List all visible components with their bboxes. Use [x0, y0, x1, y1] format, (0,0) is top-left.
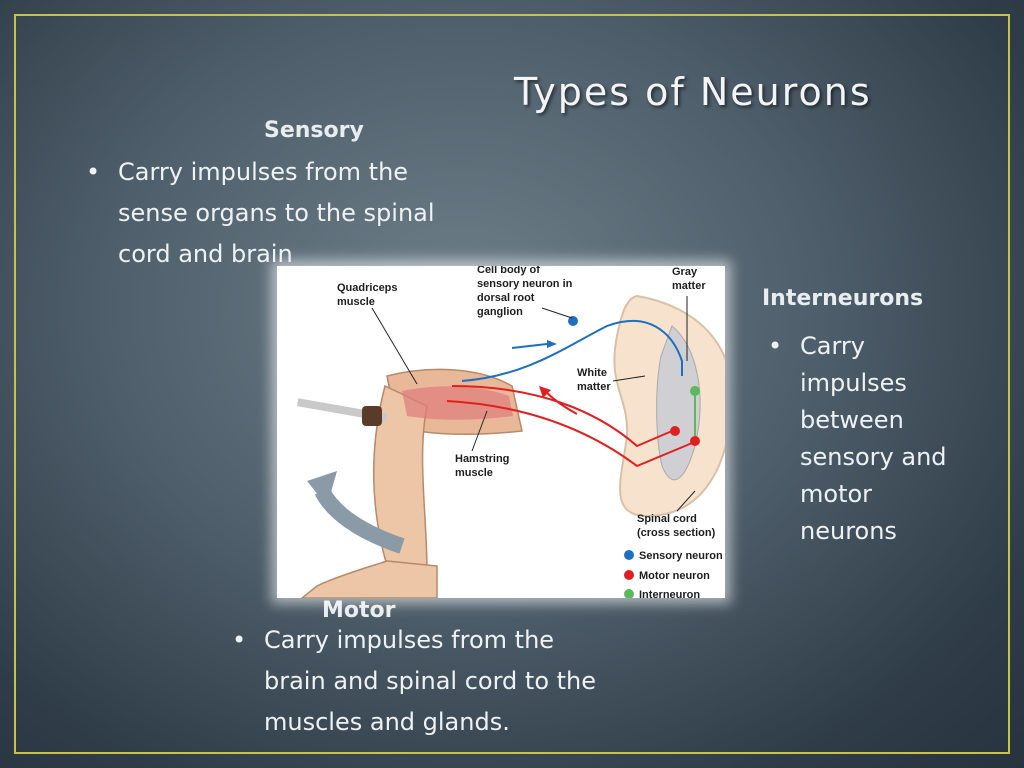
interneurons-line-4: sensory and — [800, 443, 947, 471]
legend-sensory-dot — [624, 550, 634, 560]
motor-line-2: brain and spinal cord to the — [264, 667, 597, 695]
sensory-arrow — [511, 343, 548, 349]
interneurons-line-2: impulses — [800, 369, 907, 397]
hammer-head — [362, 406, 382, 426]
label-spinal-cord: Spinal cord(cross section) — [637, 513, 716, 539]
legend-motor-dot — [624, 570, 634, 580]
motor-line-3: muscles and glands. — [264, 708, 510, 736]
sensory-cell-body — [568, 316, 578, 326]
motor-cell-body-1 — [670, 426, 680, 436]
white-matter-pointer — [612, 375, 646, 382]
sensory-arrow-head — [547, 340, 557, 348]
bullet-dot: • — [86, 158, 101, 186]
motor-heading: Motor — [322, 598, 396, 623]
sensory-line-3: cord and brain — [118, 240, 293, 268]
interneurons-line-6: neurons — [800, 517, 897, 545]
interneuron-cell-body — [690, 386, 700, 396]
legend-interneuron-dot — [624, 589, 634, 598]
motor-neuron-path-1 — [451, 385, 673, 448]
sensory-line-1: Carry impulses from the — [118, 158, 409, 186]
interneurons-heading: Interneurons — [762, 286, 924, 311]
cell-body-pointer — [541, 307, 573, 319]
interneurons-line-5: motor — [800, 480, 873, 508]
legend-interneuron-label: Interneuron — [639, 589, 700, 598]
spinal-cord-pointer — [676, 490, 696, 512]
motor-cell-body-2 — [690, 436, 700, 446]
motor-arrow-head — [539, 386, 551, 398]
legend-motor-label: Motor neuron — [639, 570, 710, 582]
interneurons-line-3: between — [800, 406, 904, 434]
sensory-bullet: • Carry impulses from the sense organs t… — [86, 152, 506, 275]
sensory-neuron-path — [461, 320, 683, 382]
slide-border — [14, 14, 1010, 754]
quadriceps-pointer — [371, 307, 418, 385]
hamstring-pointer — [471, 410, 488, 452]
gray-matter-shape — [656, 325, 701, 481]
quadriceps-muscle-shape — [402, 386, 513, 420]
sensory-heading: Sensory — [264, 118, 364, 143]
motor-line-1: Carry impulses from the — [264, 626, 555, 654]
motor-bullet: • Carry impulses from the brain and spin… — [232, 620, 672, 743]
interneurons-line-1: Carry — [800, 332, 865, 360]
legend-sensory-label: Sensory neuron — [639, 550, 723, 562]
bullet-dot: • — [768, 332, 783, 360]
interneurons-bullet: • Carry impulses between sensory and mot… — [768, 328, 998, 550]
foot-shape — [300, 560, 438, 598]
motor-neuron-path-2 — [446, 400, 698, 468]
sensory-line-2: sense organs to the spinal — [118, 199, 435, 227]
bullet-dot: • — [232, 626, 247, 654]
slide-title: Types of Neurons — [514, 70, 872, 114]
kick-arrow-head — [307, 471, 337, 506]
